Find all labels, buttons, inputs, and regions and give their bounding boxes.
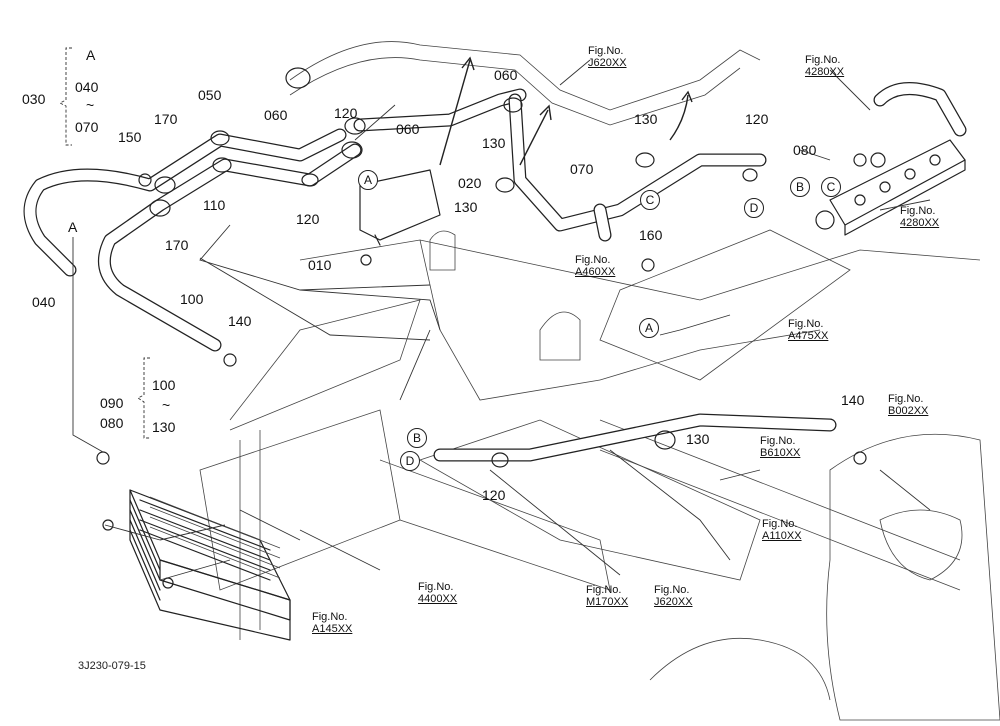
marker-a-upper: A: [358, 170, 378, 190]
marker-d-lower: D: [400, 451, 420, 471]
leader-lines: [72, 59, 931, 581]
part-label-060a: 060: [264, 107, 288, 123]
part-label-050: 050: [198, 87, 222, 103]
marker-a-lower: A: [639, 318, 659, 338]
part-label-130a: 130: [482, 135, 506, 151]
fig-ref-4280-bottom: Fig.No.4280XX: [900, 205, 940, 229]
part-label-130e: 130: [686, 431, 710, 447]
part-label-070: 070: [570, 161, 594, 177]
fig-ref-m170: Fig.No.M170XX: [586, 584, 629, 608]
part-label-110: 110: [203, 197, 226, 213]
fig-ref-b610: Fig.No.B610XX: [760, 435, 801, 459]
drawing-code: 3J230-079-15: [78, 660, 146, 672]
part-label-010: 010: [308, 257, 332, 273]
part-label-150: 150: [118, 129, 142, 145]
part-label-tilde-mid: ~: [162, 397, 171, 413]
part-label-030: 030: [22, 91, 46, 107]
part-label-040: 040: [32, 294, 56, 310]
marker-d-upper: D: [744, 198, 764, 218]
part-label-080b: 080: [100, 415, 124, 431]
part-label-170a: 170: [154, 111, 178, 127]
part-label-020: 020: [458, 175, 482, 191]
part-label-080: 080: [793, 142, 817, 158]
fig-ref-4400: Fig.No.4400XX: [418, 581, 458, 605]
part-label-120b: 120: [296, 211, 320, 227]
fig-ref-j620-bottom: Fig.No.J620XX: [654, 584, 693, 608]
hose-lines: [23, 82, 967, 462]
range-bracket-030: [58, 47, 150, 439]
part-label-060c: 060: [494, 67, 518, 83]
part-label-120c: 120: [745, 111, 769, 127]
marker-c-upper: C: [640, 190, 660, 210]
part-label-060b: 060: [396, 121, 420, 137]
part-label-100a: 100: [180, 291, 204, 307]
part-label-a-left: A: [68, 219, 78, 235]
part-label-120d: 120: [482, 487, 506, 503]
part-label-070-top: 070: [75, 119, 99, 135]
fig-ref-4280-top: Fig.No.4280XX: [805, 54, 845, 78]
fig-ref-a145: Fig.No.A145XX: [312, 611, 353, 635]
marker-b-upper: B: [790, 177, 810, 197]
fig-ref-j620-top: Fig.No.J620XX: [588, 45, 627, 69]
valve-block: [815, 139, 966, 236]
part-label-170b: 170: [165, 237, 189, 253]
part-label-a-top: A: [86, 47, 96, 63]
oil-cooler: [129, 489, 291, 641]
part-label-160: 160: [639, 227, 663, 243]
fig-ref-b002: Fig.No.B002XX: [888, 393, 929, 417]
part-label-140b: 140: [841, 392, 865, 408]
fittings: [96, 97, 867, 589]
fig-ref-a475: Fig.No.A475XX: [788, 318, 829, 342]
frame-outlines: [199, 41, 1000, 721]
marker-c-right: C: [821, 177, 841, 197]
part-label-090: 090: [100, 395, 124, 411]
part-label-140a: 140: [228, 313, 252, 329]
part-label-130d: 130: [152, 419, 176, 435]
part-label-120a: 120: [334, 105, 358, 121]
part-label-040-top: 040: [75, 79, 99, 95]
part-label-130c: 130: [634, 111, 658, 127]
fig-ref-a110: Fig.No.A110XX: [762, 518, 802, 542]
part-label-tilde-top: ~: [86, 97, 95, 113]
part-label-130b: 130: [454, 199, 478, 215]
part-label-100b: 100: [152, 377, 176, 393]
flow-arrows: [439, 56, 693, 166]
marker-b-lower: B: [407, 428, 427, 448]
fig-ref-a460: Fig.No.A460XX: [575, 254, 616, 278]
